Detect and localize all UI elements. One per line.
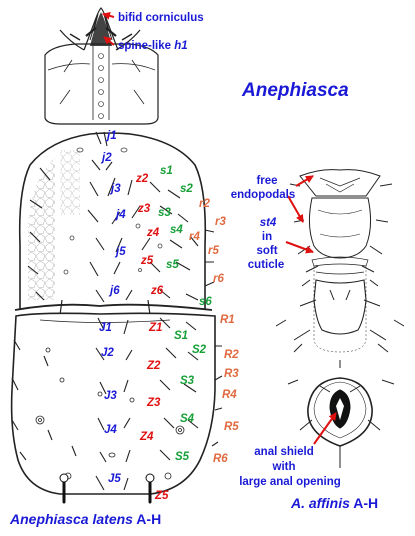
seta-label-J1: J1 [99, 322, 112, 334]
arrow-bifid [102, 11, 115, 20]
st4-line3: soft [256, 245, 277, 257]
r-series-labels: r2 r3 r4 r5 r6 [189, 198, 226, 285]
J-series-labels: J1 J2 J3 J4 J5 [99, 322, 121, 485]
seta-label-J5: J5 [108, 473, 121, 485]
seta-label-j1: j1 [105, 130, 117, 142]
gnathosoma-drawing [44, 7, 159, 125]
seta-label-r3: r3 [215, 216, 226, 228]
seta-label-Z5: Z5 [154, 490, 169, 502]
seta-label-R5: R5 [224, 421, 239, 433]
anal-shield-annotation: anal shield with large anal opening [239, 446, 341, 488]
st4-annotation: st4 in soft cuticle [248, 217, 284, 271]
seta-label-Z1: Z1 [148, 322, 162, 334]
arrow-spine-h1 [103, 36, 115, 46]
s-series-labels: s1 s2 s3 s4 s5 s6 [158, 165, 212, 308]
seta-label-R1: R1 [220, 314, 235, 326]
seta-label-z3: z3 [137, 203, 151, 215]
opisthonotal-setae [11, 317, 223, 491]
affinis-ventral-drawing [275, 169, 405, 385]
seta-label-J2: J2 [101, 347, 114, 359]
arrow-free-endopodals-1 [295, 175, 314, 187]
seta-label-s3: s3 [158, 207, 171, 219]
seta-label-Z2: Z2 [146, 360, 161, 372]
seta-label-S3: S3 [180, 375, 195, 387]
seta-label-z6: z6 [150, 285, 164, 297]
podonotal-shield [14, 132, 213, 316]
seta-label-S4: S4 [180, 413, 195, 425]
j-series-labels: j1 j2 j3 j4 j5 j6 [100, 130, 126, 297]
seta-label-J3: J3 [104, 390, 117, 402]
anal-line2: with [272, 461, 296, 473]
anal-line3: large anal opening [239, 476, 341, 488]
species-affinis-title: A. affinis A-H [290, 495, 378, 511]
seta-label-j4: j4 [114, 209, 126, 221]
seta-label-S2: S2 [192, 344, 207, 356]
seta-label-j5: j5 [114, 246, 126, 258]
seta-label-s5: s5 [166, 259, 179, 271]
seta-label-S1: S1 [174, 330, 188, 342]
seta-label-Z3: Z3 [146, 397, 161, 409]
seta-label-r4: r4 [189, 231, 200, 243]
seta-label-R3: R3 [224, 368, 239, 380]
st4-line4: cuticle [248, 259, 284, 271]
seta-label-r2: r2 [199, 198, 210, 210]
R-series-labels: R1 R2 R3 R4 R5 R6 [213, 314, 239, 465]
seta-label-j3: j3 [109, 183, 121, 195]
seta-label-r6: r6 [213, 273, 224, 285]
arrow-st4 [285, 241, 314, 254]
z-series-labels: z2 z3 z4 z5 z6 [135, 173, 164, 297]
Z-series-labels: Z1 Z2 Z3 Z4 Z5 [139, 322, 169, 502]
free-endopodals-line2: endopodals [231, 189, 296, 201]
seta-label-z5: z5 [140, 255, 154, 267]
seta-label-R4: R4 [222, 389, 237, 401]
seta-label-j6: j6 [108, 285, 120, 297]
species-main-title: Anephiasca latens A-H [9, 511, 161, 527]
seta-label-R6: R6 [213, 453, 228, 465]
seta-label-R2: R2 [224, 349, 239, 361]
genus-title: Anephiasca [241, 80, 349, 101]
seta-label-s2: s2 [180, 183, 193, 195]
seta-label-J4: J4 [104, 424, 117, 436]
arrow-anal [313, 412, 337, 445]
posterior-pores [59, 473, 155, 483]
S-series-labels: S1 S2 S3 S4 S5 [174, 330, 207, 463]
podonotal-pores [63, 147, 163, 275]
st4-line2: in [262, 231, 272, 243]
podonotal-setae [27, 131, 215, 303]
st4-line1: st4 [260, 217, 277, 229]
seta-label-s1: s1 [160, 165, 173, 177]
spine-h1-label: spine-like h1 [118, 40, 188, 52]
free-endopodals-annotation: free endopodals [231, 175, 296, 201]
seta-label-j2: j2 [100, 152, 112, 164]
seta-label-s6: s6 [199, 296, 212, 308]
arrow-free-endopodals-2 [287, 195, 304, 223]
posterior-macrosetae [62, 478, 152, 504]
seta-label-S5: S5 [175, 451, 190, 463]
bifid-corniculus-label: bifid corniculus [118, 12, 204, 24]
seta-label-z2: z2 [135, 173, 149, 185]
seta-label-Z4: Z4 [139, 431, 154, 443]
seta-label-r5: r5 [208, 245, 219, 257]
seta-label-z4: z4 [146, 227, 160, 239]
anal-line1: anal shield [254, 446, 313, 458]
seta-label-s4: s4 [170, 224, 183, 236]
free-endopodals-line1: free [256, 175, 277, 187]
